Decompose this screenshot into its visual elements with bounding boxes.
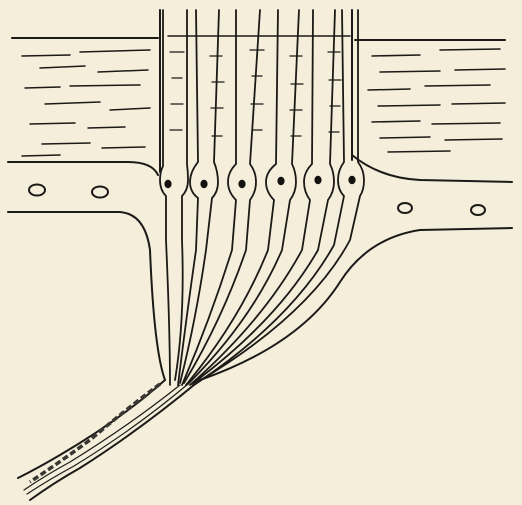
cell-nucleus: [200, 180, 207, 188]
cell-nucleus: [314, 176, 321, 184]
right-lower-boundary: [200, 228, 512, 380]
cell-nucleus: [164, 180, 171, 188]
cell-nucleus: [277, 177, 284, 185]
receptor-cells: [160, 10, 364, 385]
receptor-nuclei: [164, 176, 355, 188]
left-lower-boundary: [8, 212, 165, 380]
tissue-hatching: [22, 49, 505, 156]
left-upper-boundary: [8, 162, 158, 175]
tissue-nuclei: [29, 185, 485, 216]
cell-nucleus: [238, 180, 245, 188]
nerve-bundle: [18, 380, 200, 500]
cell-nucleus: [348, 176, 355, 184]
right-upper-boundary: [352, 155, 512, 182]
